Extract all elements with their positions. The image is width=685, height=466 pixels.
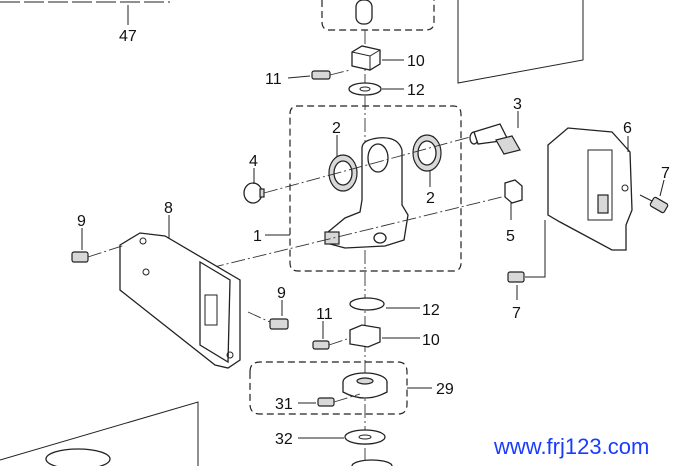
callout-11-top: 11: [265, 71, 282, 88]
callout-32: 32: [275, 431, 293, 448]
screw-11-top: [311, 69, 351, 80]
cap-4: [243, 182, 265, 204]
callout-11-bottom: 11: [316, 306, 333, 323]
bracket-assembly-box: [289, 105, 462, 272]
callout-9-right: 9: [277, 285, 286, 302]
callout-31: 31: [275, 396, 293, 413]
callout-7-right: 7: [661, 165, 670, 182]
washer-32: [344, 429, 386, 445]
callout-12-top: 12: [407, 82, 425, 99]
callout-29: 29: [436, 381, 454, 398]
callout-6: 6: [623, 120, 632, 137]
screw-31: [317, 393, 361, 407]
square-nut-10-bottom: [349, 324, 381, 348]
callout-9-left: 9: [77, 213, 86, 230]
shaft-3: [469, 123, 521, 155]
callout-7-bottom: 7: [512, 305, 521, 322]
callout-2-right: 2: [426, 190, 435, 207]
screw-7-bottom: [507, 220, 546, 283]
callout-47: 47: [119, 28, 137, 45]
screw-9-left: [71, 244, 126, 263]
reference-frame-top-left: [0, 1, 170, 25]
callout-3: 3: [513, 96, 522, 113]
callout-4: 4: [249, 153, 258, 170]
square-nut-10-top: [351, 45, 381, 71]
upper-assembly-box: [321, 0, 435, 31]
screw-11-bottom: [312, 337, 351, 350]
washer-12-bottom: [349, 297, 385, 311]
collar-assembly-box: [249, 361, 408, 415]
square-nut-5: [504, 179, 523, 204]
watermark-link: www.frj123.com: [494, 434, 650, 459]
mounting-plate-8: [119, 232, 241, 369]
callout-10-top: 10: [407, 53, 425, 70]
collar-29: [342, 372, 388, 399]
callout-8: 8: [164, 200, 173, 217]
callout-10-bottom: 10: [422, 332, 440, 349]
callout-2-left: 2: [332, 120, 341, 137]
callout-12-bottom: 12: [422, 302, 440, 319]
swing-bracket-1: [324, 137, 409, 249]
reference-frame-top-right: [457, 0, 584, 84]
screw-9-right: [247, 311, 289, 330]
callout-5: 5: [506, 228, 515, 245]
mounting-plate-6: [547, 127, 633, 251]
bearing-2-right: [412, 134, 442, 172]
callout-1: 1: [253, 228, 262, 245]
bearing-2-left: [328, 154, 358, 192]
washer-12-top: [348, 82, 382, 96]
screw-7-right: [639, 194, 669, 214]
